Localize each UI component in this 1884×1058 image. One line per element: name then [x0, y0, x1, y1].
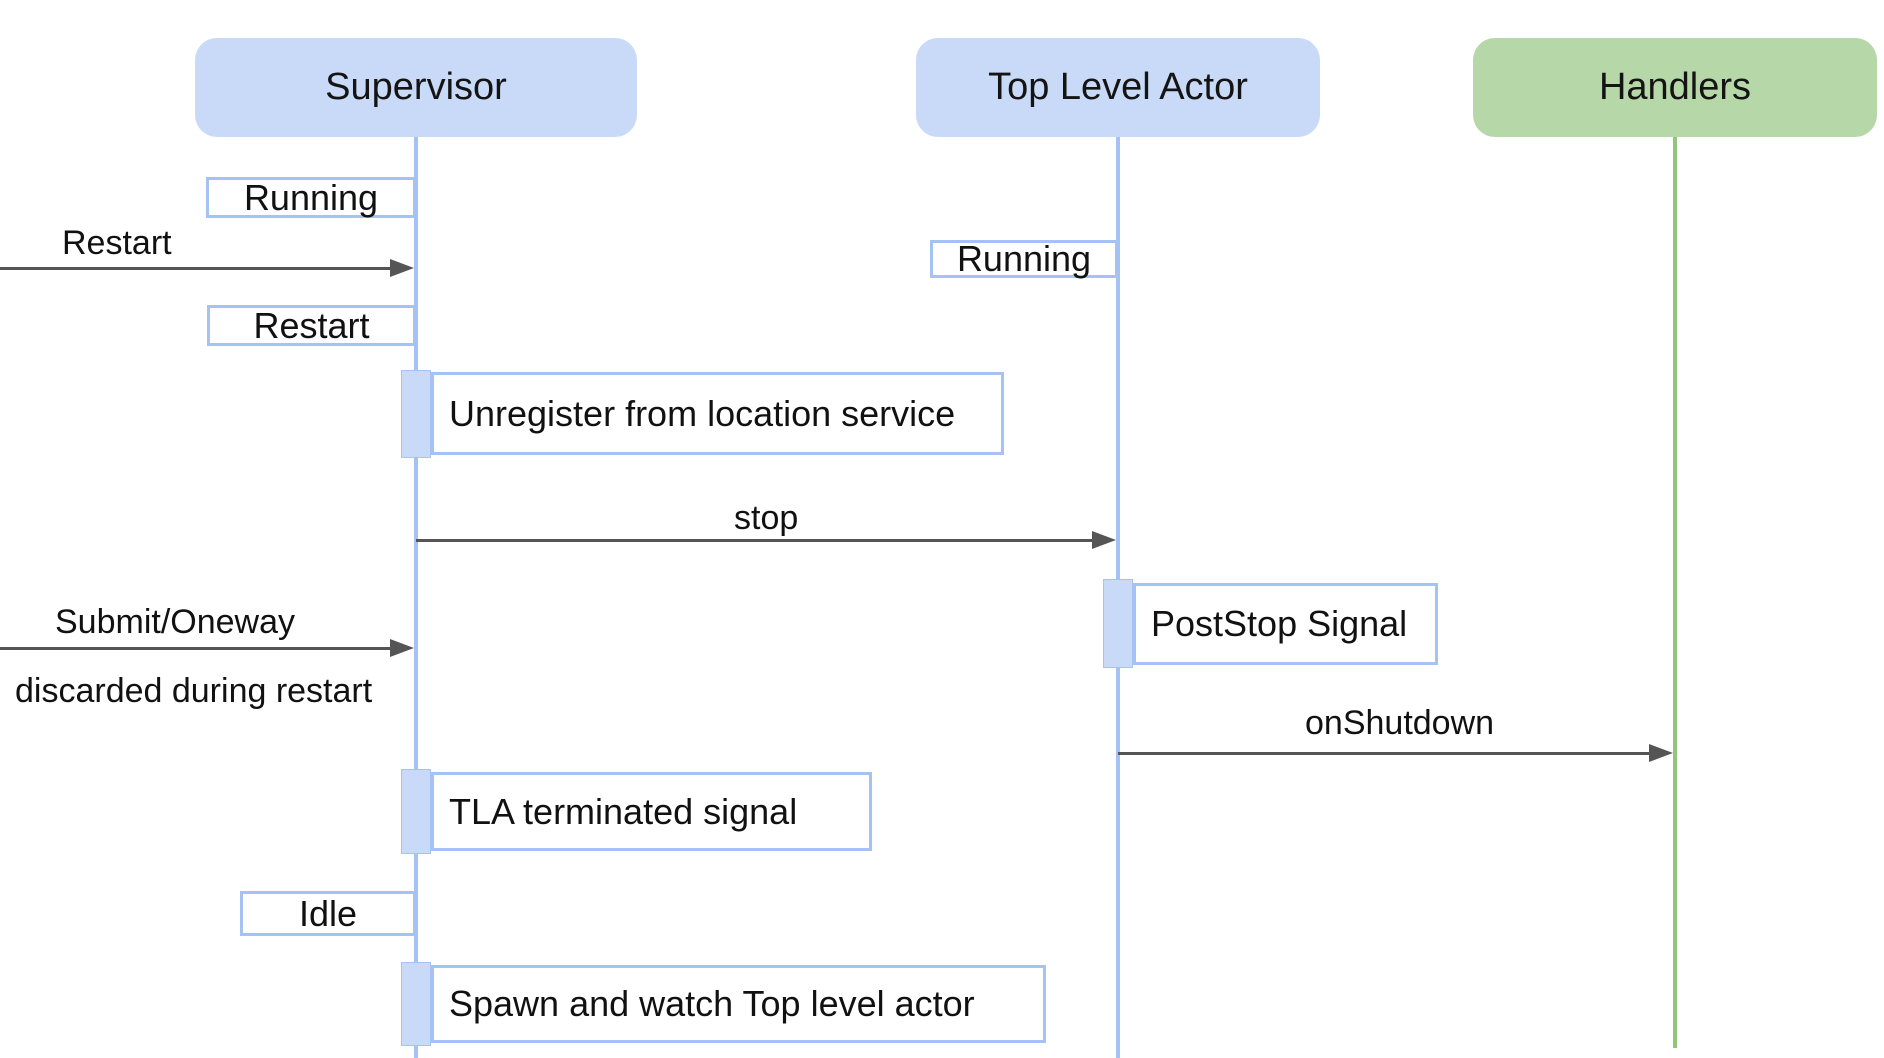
lifeline-handlers [1673, 137, 1677, 1048]
message-label-submit-oneway: Submit/Oneway [55, 603, 295, 641]
arrow-stop [416, 539, 1094, 542]
arrow-head-icon [1092, 531, 1116, 549]
arrow-onshutdown [1118, 752, 1651, 755]
arrow-head-icon [1649, 744, 1673, 762]
activation-bar-poststop [1103, 579, 1133, 668]
state-box-supervisor-running: Running [206, 177, 416, 218]
message-label-stop: stop [734, 499, 799, 537]
actor-box-handlers: Handlers [1473, 38, 1877, 137]
state-box-tla-running: Running [930, 238, 1118, 279]
state-label: Running [243, 176, 379, 218]
action-label-text: PostStop Signal [1151, 603, 1408, 644]
action-label-text: Spawn and watch Top level actor [449, 983, 975, 1024]
state-label: Idle [298, 892, 358, 934]
state-box-supervisor-idle: Idle [240, 891, 416, 936]
arrow-head-icon [390, 259, 414, 277]
action-label-text: TLA terminated signal [449, 790, 798, 832]
activation-bar-unregister [401, 370, 431, 458]
lifeline-supervisor [414, 137, 418, 1058]
action-box-poststop: PostStop Signal [1133, 583, 1438, 665]
message-label-restart: Restart [62, 224, 172, 262]
state-box-supervisor-restart: Restart [207, 305, 416, 346]
arrow-submit-oneway [0, 647, 392, 650]
actor-box-top-level-actor: Top Level Actor [916, 38, 1320, 137]
arrow-head-icon [390, 639, 414, 657]
action-box-spawn: Spawn and watch Top level actor [431, 965, 1046, 1043]
message-label-onshutdown: onShutdown [1305, 704, 1495, 742]
actor-label-supervisor: Supervisor [325, 66, 507, 108]
activation-bar-tla-terminated [401, 769, 431, 854]
actor-box-supervisor: Supervisor [195, 38, 637, 137]
action-box-tla-terminated: TLA terminated signal [431, 772, 872, 851]
state-label: Restart [253, 304, 370, 346]
state-label: Running [956, 238, 1092, 279]
arrow-restart [0, 267, 392, 270]
action-label-text: Unregister from location service [449, 392, 956, 434]
action-box-unregister: Unregister from location service [431, 372, 1004, 455]
actor-label-top-level-actor: Top Level Actor [988, 66, 1248, 108]
activation-bar-spawn [401, 962, 431, 1046]
message-sublabel-discarded: discarded during restart [15, 672, 373, 710]
actor-label-handlers: Handlers [1598, 66, 1752, 108]
